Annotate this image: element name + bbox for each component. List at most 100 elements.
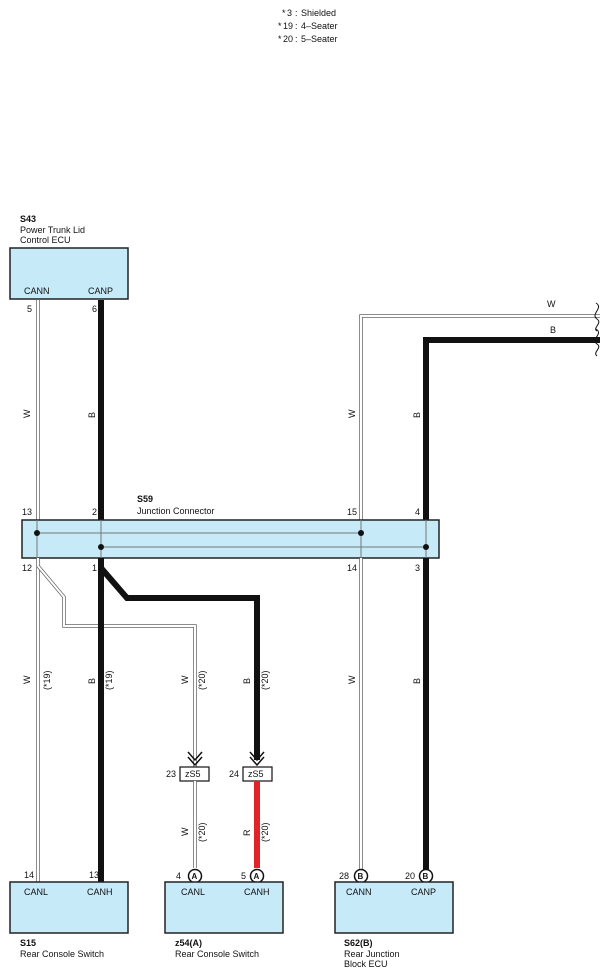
wire-label-b-right-top: B [412, 412, 422, 418]
legend-text-4-seater: 4–Seater [301, 21, 338, 31]
s43-ecu: S43 Power Trunk Lid Control ECU CANN CAN… [9, 214, 129, 314]
wire-label-w-right-top: W [347, 409, 357, 418]
wire-break-mark [594, 328, 600, 357]
s15-code: S15 [20, 938, 36, 948]
wire-note-20-z54-left: (*20) [197, 822, 207, 842]
z54-pin-canl-label: CANL [181, 887, 205, 897]
s62-pin-20-letter: B [423, 872, 429, 881]
wire-note-19-right: (*19) [104, 670, 114, 690]
zs5-label-right: zS5 [248, 769, 264, 779]
z54-code: z54(A) [175, 938, 202, 948]
s43-pin-6-number: 6 [92, 304, 97, 314]
z54-rear-console-switch: 4 A 5 A CANL CANH z54(A) Rear Console Sw… [164, 868, 284, 959]
s15-pin-14: 14 [24, 870, 34, 880]
zs5-pin-23: 23 [166, 769, 176, 779]
z54-pin-4-letter: A [192, 872, 198, 881]
s62-pin-cann-label: CANN [346, 887, 372, 897]
legend: * 3 : Shielded * 19 : 4–Seater * 20 : 5–… [278, 8, 338, 44]
zs5-pin-24: 24 [229, 769, 239, 779]
legend-mark-3: * [282, 8, 286, 18]
wire-black-branch-zs5 [98, 566, 260, 760]
chevron-down-icon [249, 756, 265, 767]
legend-mark-20: * [278, 34, 282, 44]
chevron-down-icon [187, 751, 203, 762]
s59-node-15 [358, 530, 364, 536]
s62-pin-28: 28 [339, 871, 349, 881]
wire-label-b-s62: B [412, 678, 422, 684]
s59-node-4 [423, 544, 429, 550]
z54-pin-5: 5 [241, 871, 246, 881]
s59-junction-connector: S59 Junction Connector 13 2 15 4 12 1 14… [21, 494, 440, 573]
legend-num-20: 20 [283, 34, 293, 44]
s62-name-line2: Block ECU [344, 959, 388, 969]
wire-label-b-top-right: B [550, 325, 556, 335]
s15-pin-13: 13 [89, 870, 99, 880]
wire-black-right-top [423, 337, 600, 520]
s62-name-line1: Rear Junction [344, 949, 400, 959]
legend-text-shielded: Shielded [301, 8, 336, 18]
chevron-down-icon [187, 756, 203, 767]
legend-num-19: 19 [283, 21, 293, 31]
s59-pin-14: 14 [347, 563, 357, 573]
s62-pin-28-letter: B [358, 872, 364, 881]
wire-note-20-z54-right: (*20) [260, 822, 270, 842]
legend-mark-19: * [278, 21, 282, 31]
wire-note-20-left: (*20) [197, 670, 207, 690]
legend-text-5-seater: 5–Seater [301, 34, 338, 44]
s15-pin-canh-label: CANH [87, 887, 113, 897]
zs5-connectors: zS5 23 zS5 24 [166, 751, 273, 868]
s43-pin-5-number: 5 [27, 304, 32, 314]
s59-box [21, 519, 440, 559]
s43-pin-canp-label: CANP [88, 286, 113, 296]
z54-name: Rear Console Switch [175, 949, 259, 959]
s59-pin-12: 12 [22, 563, 32, 573]
s62-pin-20: 20 [405, 871, 415, 881]
s43-name-line1: Power Trunk Lid [20, 225, 85, 235]
z54-pin-canh-label: CANH [244, 887, 270, 897]
s59-pin-2: 2 [92, 507, 97, 517]
wire-label-w-top-right: W [547, 299, 556, 309]
wire-label-w-s62: W [347, 675, 357, 684]
s59-pin-4: 4 [415, 507, 420, 517]
s62-rear-junction-block-ecu: 28 B 20 B CANN CANP S62(B) Rear Junction… [334, 868, 454, 969]
s43-code: S43 [20, 214, 36, 224]
wire-break-mark [594, 302, 600, 332]
s59-code: S59 [137, 494, 153, 504]
z54-pin-4: 4 [176, 871, 181, 881]
wire-label-r-z54: R [242, 829, 252, 836]
svg-text::: : [295, 34, 298, 44]
wire-label-b-s15: B [87, 678, 97, 684]
s59-pin-13: 13 [22, 507, 32, 517]
svg-text::: : [295, 8, 298, 18]
chevron-down-icon [249, 751, 265, 762]
s15-rear-console-switch: 14 13 CANL CANH S15 Rear Console Switch [9, 870, 129, 959]
z54-box [164, 881, 284, 934]
s59-pin-1: 1 [92, 563, 97, 573]
wire-white-right-top [359, 314, 600, 520]
svg-text::: : [295, 21, 298, 31]
wire-label-w-left-top: W [22, 409, 32, 418]
s15-name: Rear Console Switch [20, 949, 104, 959]
s15-box [9, 881, 129, 934]
s62-box [334, 881, 454, 934]
wire-label-b-left-top: B [87, 412, 97, 418]
s43-pin-cann-label: CANN [24, 286, 50, 296]
s43-box [9, 247, 129, 300]
s59-pin-3: 3 [415, 563, 420, 573]
s59-pin-15: 15 [347, 507, 357, 517]
s59-node-2 [98, 544, 104, 550]
legend-num-3: 3 [287, 8, 292, 18]
wire-label-w-zs5: W [180, 675, 190, 684]
wire-label-w-z54: W [180, 827, 190, 836]
z54-pin-5-letter: A [254, 872, 260, 881]
wire-note-19-left: (*19) [42, 670, 52, 690]
zs5-label-left: zS5 [185, 769, 201, 779]
s59-node-13 [34, 530, 40, 536]
top-wires: W B W B W B [22, 299, 600, 520]
s62-code: S62(B) [344, 938, 373, 948]
bottom-wires: W (*19) B (*19) W (*20) B (*20) W B W (*… [22, 558, 429, 882]
wire-note-20-right: (*20) [260, 670, 270, 690]
s62-pin-canp-label: CANP [411, 887, 436, 897]
wire-label-w-s15: W [22, 675, 32, 684]
